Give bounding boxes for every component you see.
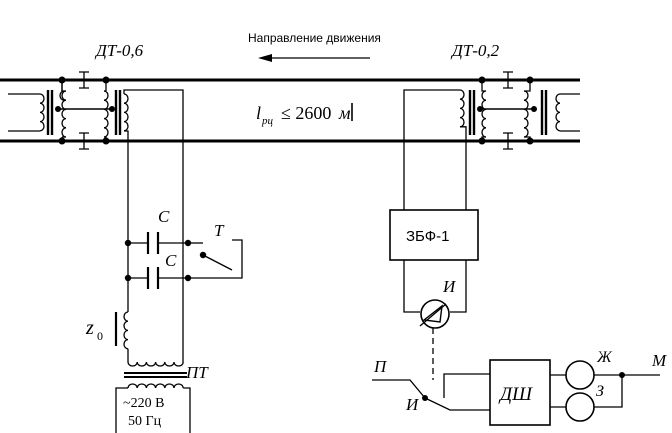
relay-contact-arm (424, 397, 490, 411)
track-length-symbol: l (256, 103, 261, 123)
track-length-subscript: рц (261, 115, 274, 127)
right-transformer-label: ДТ-0,2 (450, 41, 500, 60)
direction-label: Направление движения (248, 31, 381, 45)
relay-input-label: П (373, 357, 388, 376)
left-transformer-label: ДТ-0,6 (94, 41, 144, 60)
left-transformer-icon (8, 71, 184, 296)
contact-t-label: Т (214, 221, 225, 240)
relay-input-wire (372, 379, 426, 399)
output-label: М (651, 351, 667, 370)
indicator-label: И (442, 277, 457, 296)
output-wire (594, 374, 660, 408)
relay-block (489, 359, 551, 426)
lamp-top-icon (565, 360, 595, 390)
filter-block-wire-left (403, 200, 420, 313)
relay-label: ДШ (498, 384, 533, 405)
lamp-wires (550, 374, 566, 408)
capacitor-2-label: С (165, 251, 177, 270)
lamp-bottom-icon (565, 392, 595, 422)
capacitor-1-label: С (158, 207, 170, 226)
filter-block (389, 209, 479, 261)
power-transformer-icon (115, 296, 191, 433)
supply-voltage: ~220 В (123, 396, 164, 411)
z0-subscript: 0 (97, 329, 103, 343)
relay-contact-label: И (405, 395, 420, 414)
track-length-unit: м (338, 103, 351, 123)
filter-block-label: ЗБФ-1 (406, 228, 449, 245)
filter-block-wire-right (450, 260, 467, 313)
relay-top-wire (443, 373, 490, 398)
lamp-top-label: Ж (596, 349, 613, 366)
track-length-value: ≤ 2600 (281, 103, 331, 123)
direction-arrow (258, 54, 370, 62)
resistor-z0-icon (114, 296, 129, 362)
z0-label: z (85, 317, 94, 339)
power-transformer-label: ПТ (185, 363, 209, 382)
right-transformer-icon (403, 71, 580, 210)
lamp-bottom-label: З (596, 383, 604, 400)
track-length-annotation: l рц ≤ 2600 м (256, 103, 353, 127)
supply-frequency: 50 Гц (128, 414, 162, 429)
indicator-icon (419, 299, 450, 380)
capacitor-block (124, 232, 243, 289)
